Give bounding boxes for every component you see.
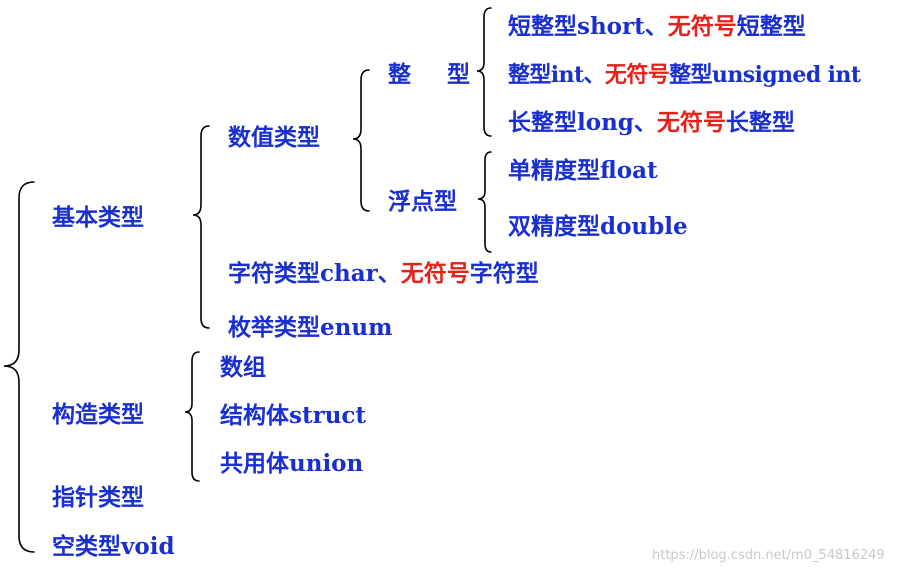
short-type-suffix: 短整型 (736, 13, 806, 40)
enum-type-label: 枚举类型enum (228, 314, 393, 341)
char-type-label: 字符类型char、无符号字符型 (228, 260, 539, 288)
union-type-label: 共用体union (220, 450, 364, 477)
numeric-brace (352, 69, 370, 212)
double-type-label: 双精度型double (508, 213, 688, 240)
void-type-label: 空类型void (52, 533, 175, 560)
char-type-suffix: 字符型 (469, 260, 539, 287)
float-type-label: 单精度型float (508, 157, 658, 184)
watermark: https://blog.csdn.net/m0_54816249 (652, 548, 885, 563)
numeric-type-label: 数值类型 (228, 124, 320, 151)
floating-brace (477, 151, 492, 253)
basic-brace (192, 125, 210, 329)
floating-type-label: 浮点型 (388, 188, 457, 215)
int-type-suffix: 整型unsigned int (669, 62, 861, 88)
constructed-type-label: 构造类型 (52, 401, 144, 428)
char-type-unsigned: 无符号 (400, 260, 470, 287)
struct-type-label: 结构体struct (220, 402, 367, 429)
long-type-unsigned: 无符号 (656, 109, 726, 136)
long-type-prefix: 长整型long、 (508, 109, 657, 136)
int-type-unsigned: 无符号 (604, 62, 670, 88)
integer-type-label: 整 型 (388, 61, 485, 88)
int-type-label: 整型int、无符号整型unsigned int (508, 61, 861, 89)
constructed-brace (184, 351, 200, 482)
short-type-unsigned: 无符号 (667, 13, 737, 40)
short-type-prefix: 短整型short、 (508, 13, 668, 40)
pointer-type-label: 指针类型 (52, 484, 144, 511)
long-type-label: 长整型long、无符号长整型 (508, 109, 795, 137)
char-type-prefix: 字符类型char、 (228, 260, 401, 287)
array-type-label: 数组 (220, 354, 266, 381)
integer-brace (476, 7, 492, 137)
short-type-label: 短整型short、无符号短整型 (508, 13, 806, 41)
int-type-prefix: 整型int、 (508, 62, 606, 88)
basic-type-label: 基本类型 (52, 204, 144, 231)
long-type-suffix: 长整型 (725, 109, 795, 136)
root-brace (3, 181, 35, 553)
